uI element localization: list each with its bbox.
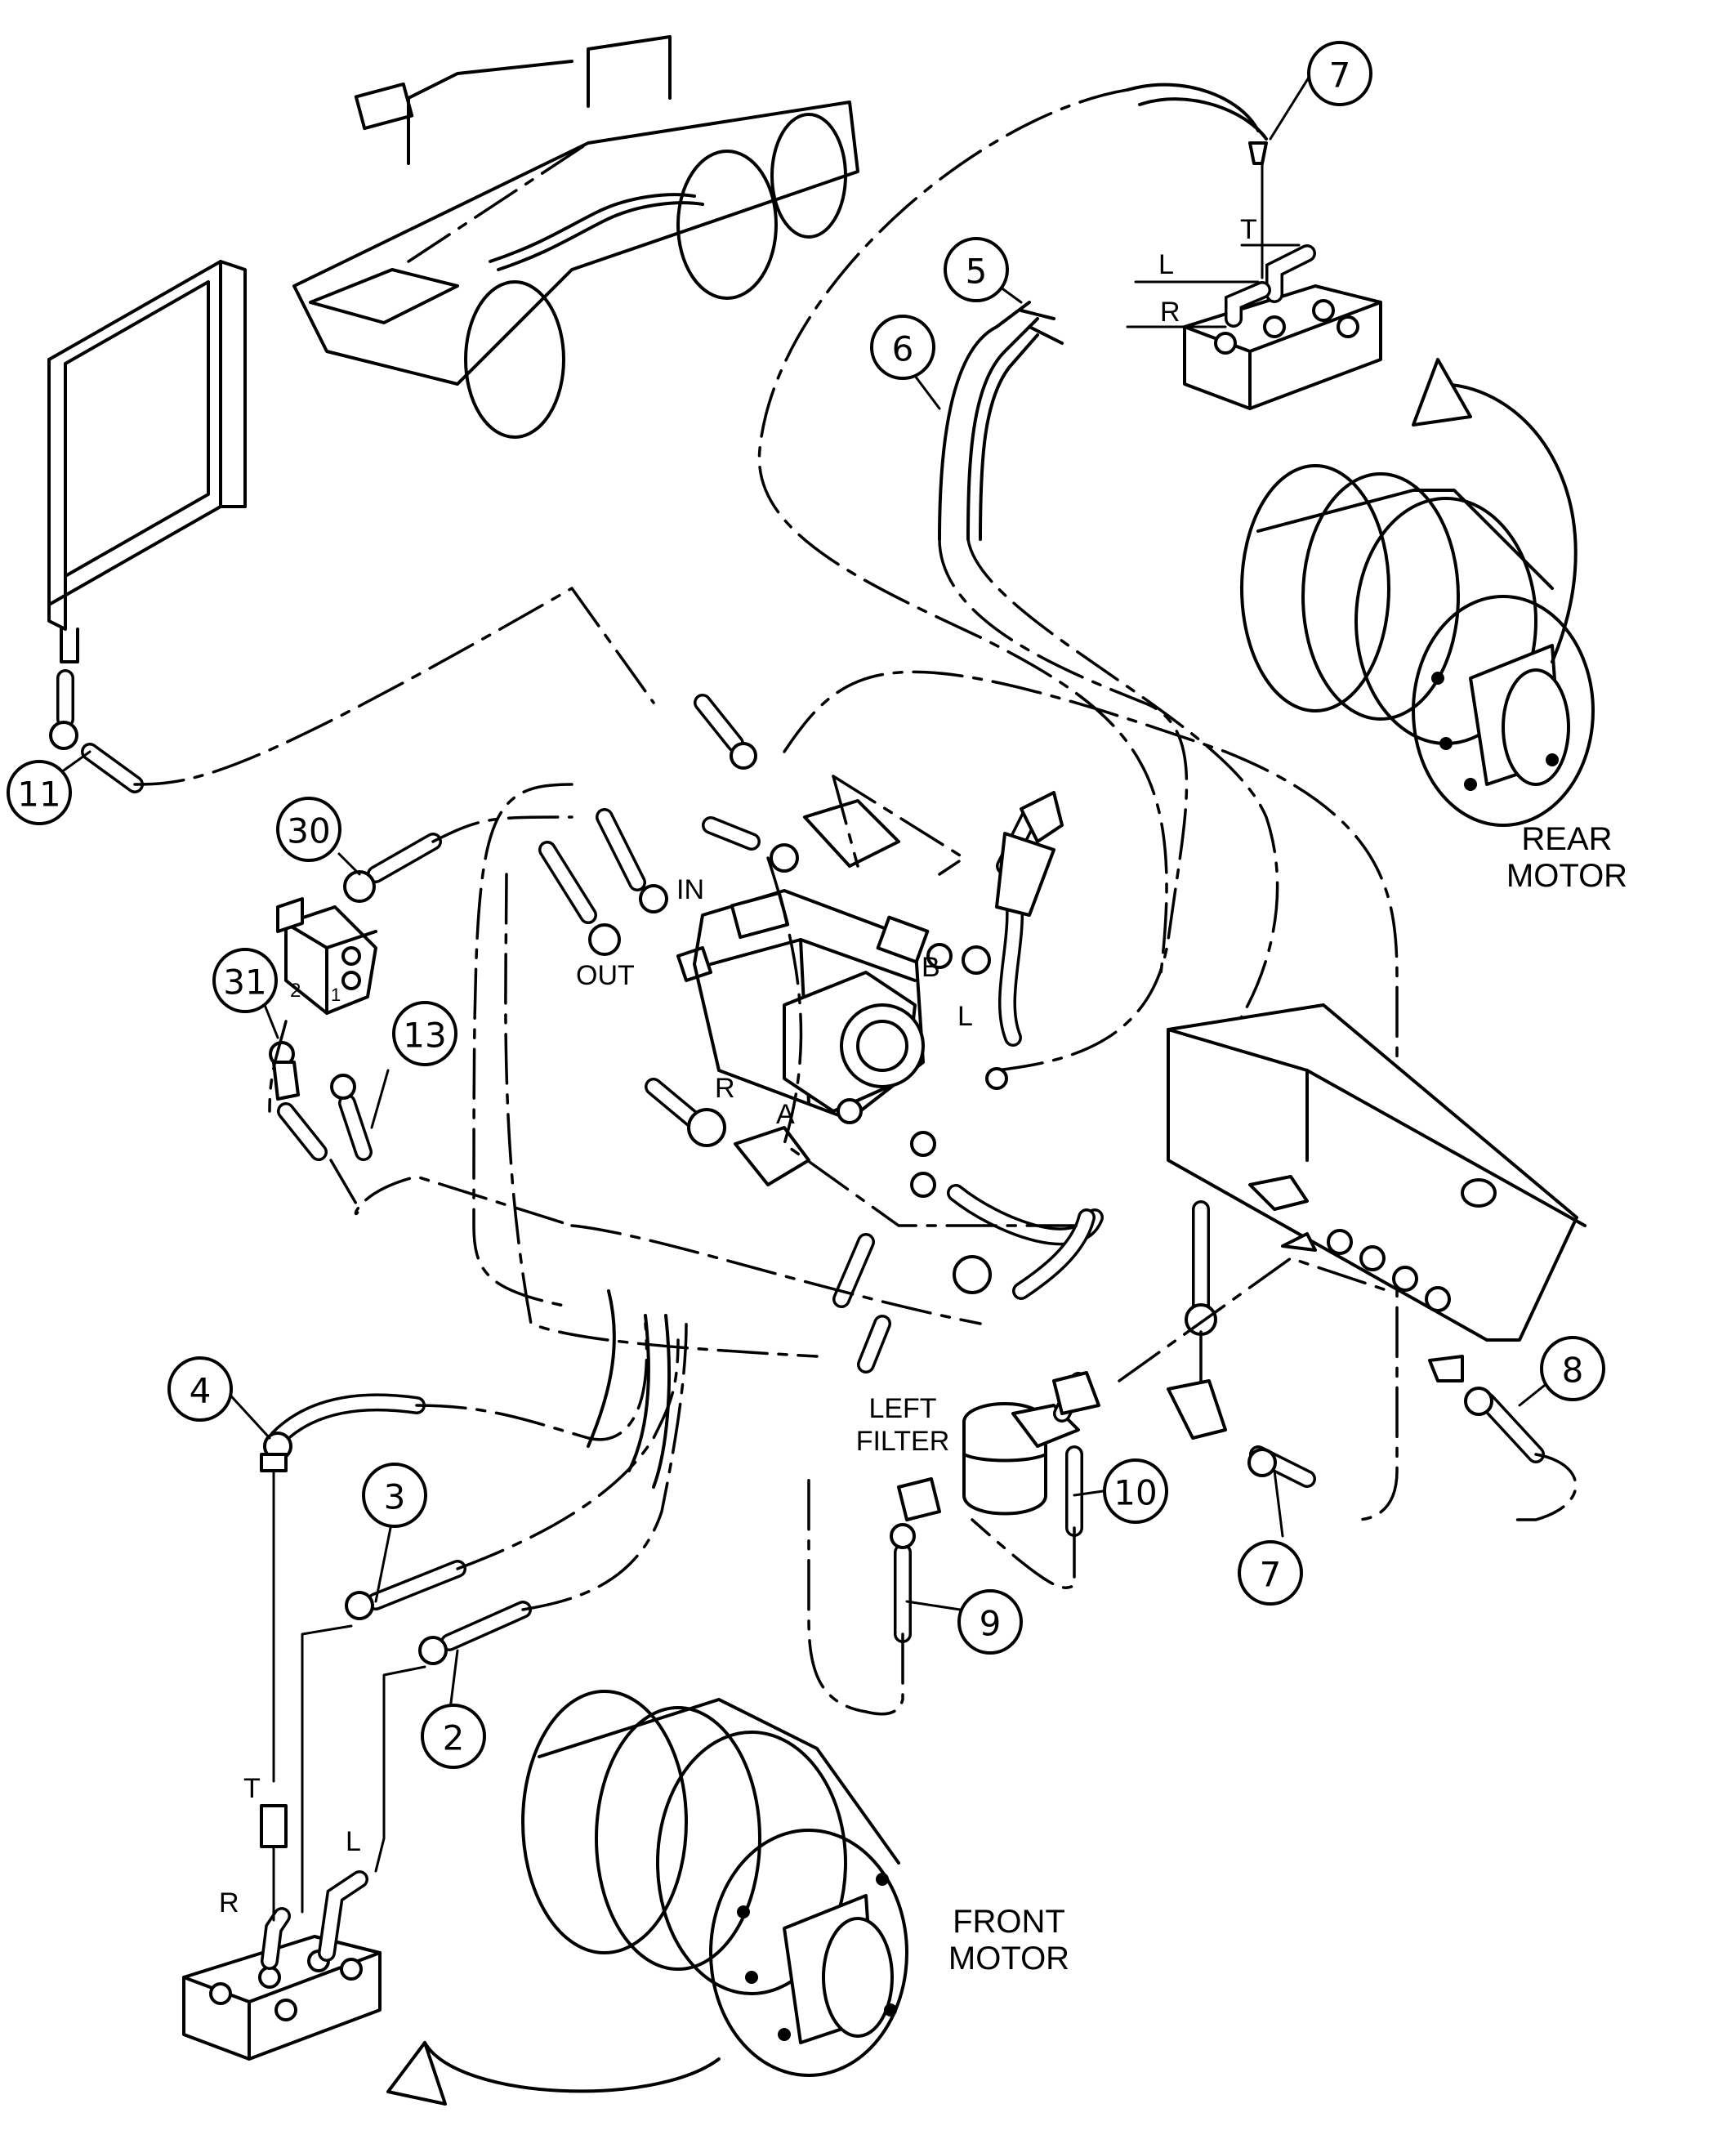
pump-out-label: OUT [576, 960, 635, 991]
hose-7-rear [1126, 83, 1260, 132]
callout-5: 5 [944, 237, 1009, 302]
callout-31: 31 [212, 948, 278, 1013]
svg-text:4: 4 [190, 1371, 212, 1411]
svg-text:7: 7 [1329, 56, 1351, 96]
front-motor-label-line2: MOTOR [948, 1941, 1069, 1976]
callout-6: 6 [870, 315, 935, 380]
callout-10: 10 [1103, 1458, 1168, 1524]
svg-text:13: 13 [403, 1016, 446, 1056]
front-port-t-label: T [243, 1773, 261, 1804]
callout-11: 11 [7, 760, 72, 825]
hydrostatic-pump [676, 889, 953, 1124]
circuit-line-rear-l [938, 538, 1189, 1072]
svg-text:7: 7 [1260, 1555, 1282, 1595]
rear-port-r-label: R [1160, 297, 1180, 328]
rear-arrow-head [1412, 358, 1472, 427]
rear-motor-manifold [1183, 244, 1382, 410]
front-motor-manifold [182, 1804, 382, 2061]
pump-a-label: A [776, 1099, 795, 1130]
callout-7-rear: 7 [1307, 41, 1372, 106]
svg-text:8: 8 [1562, 1351, 1584, 1391]
svg-text:6: 6 [892, 329, 914, 369]
roller-vehicle-illustration [292, 35, 859, 439]
rear-motor-label-line2: MOTOR [1506, 858, 1627, 894]
callout-13: 13 [392, 1001, 457, 1066]
svg-text:31: 31 [223, 963, 266, 1003]
front-arrow-head [386, 2041, 447, 2106]
svg-text:3: 3 [384, 1477, 406, 1517]
valve-port-2-label: 2 [290, 980, 301, 1002]
pump-in-label: IN [676, 874, 704, 905]
front-motor [521, 1690, 908, 2077]
rear-port-l-label: L [1158, 249, 1174, 280]
rear-motor-label-line1: REAR [1521, 821, 1612, 857]
circuit-line-cooler [133, 587, 655, 786]
valve-port-1-label: 1 [331, 985, 341, 1005]
callout-30: 30 [276, 797, 341, 862]
svg-text:2: 2 [443, 1718, 465, 1758]
svg-text:11: 11 [17, 775, 60, 815]
valve-block [276, 897, 377, 1015]
rear-rotation-arrow [1436, 382, 1578, 663]
rear-motor [1240, 464, 1595, 827]
callout-3: 3 [362, 1463, 427, 1528]
callout-4: 4 [167, 1356, 233, 1422]
svg-text:30: 30 [287, 811, 330, 851]
rear-port-t-label: T [1240, 214, 1257, 245]
svg-text:9: 9 [980, 1604, 1002, 1644]
front-motor-label-line1: FRONT [953, 1904, 1065, 1940]
front-port-r-label: R [219, 1887, 239, 1918]
circuit-line-rear-t [757, 88, 1168, 982]
pump-l-label: L [957, 1001, 973, 1032]
hydraulic-tank [1167, 1003, 1586, 1382]
callout-2: 2 [421, 1704, 486, 1769]
pump-b-label: B [922, 952, 940, 983]
svg-text:5: 5 [966, 252, 988, 292]
oil-cooler-radiator [47, 260, 247, 793]
svg-text:10: 10 [1113, 1473, 1157, 1513]
left-filter-label-line1: LEFT [868, 1393, 936, 1424]
callout-8: 8 [1540, 1336, 1605, 1401]
circuit-line-rear-r [966, 538, 1279, 1080]
circuit-line-pump-suction [472, 783, 573, 1309]
circuit-line-return [783, 670, 1399, 1521]
callout-9: 9 [957, 1589, 1023, 1655]
pump-r-label: R [715, 1073, 735, 1104]
front-rotation-arrow [423, 2041, 721, 2093]
callout-7-tank: 7 [1238, 1540, 1303, 1606]
left-filter-label-line2: FILTER [856, 1426, 950, 1457]
front-port-l-label: L [346, 1826, 361, 1857]
